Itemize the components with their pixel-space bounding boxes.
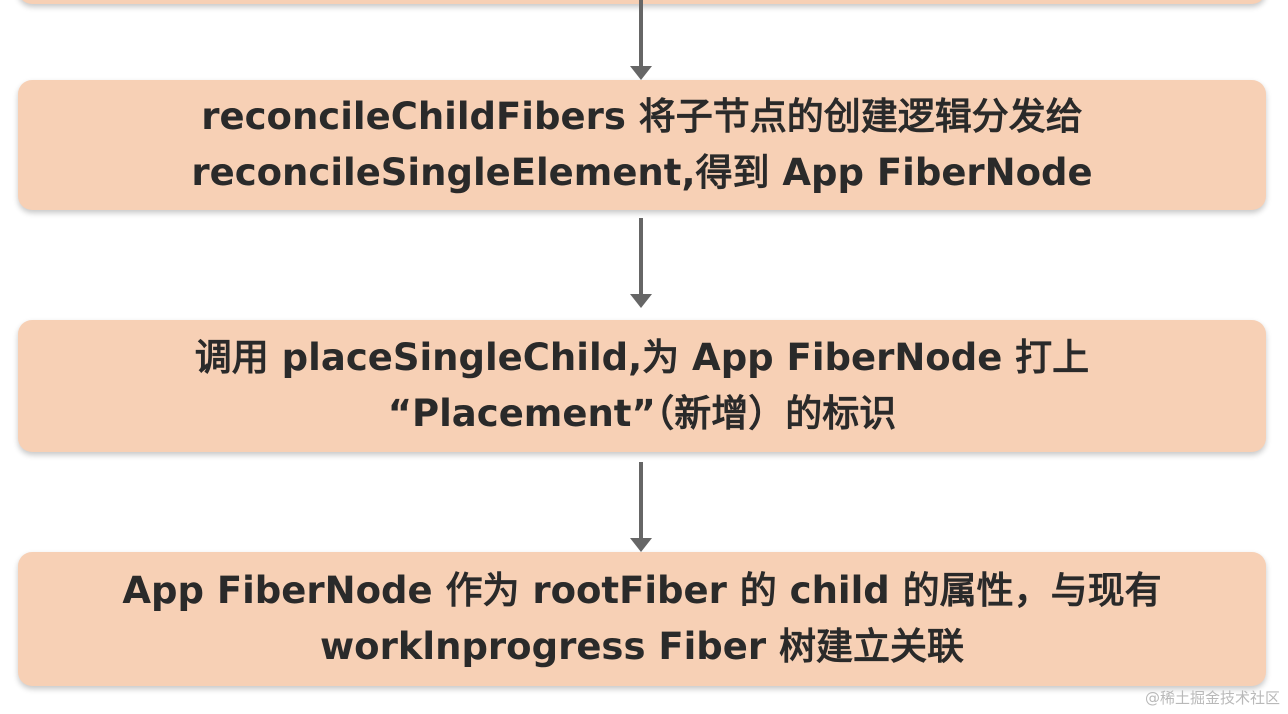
step-box-2: 调用 placeSingleChild,为 App FiberNode 打上 “… — [18, 320, 1266, 452]
step-1-line-2: reconcileSingleElement,得到 App FiberNode — [191, 151, 1093, 194]
step-2-line-2: “Placement”（新增）的标识 — [387, 392, 897, 435]
step-box-1: reconcileChildFibers 将子节点的创建逻辑分发给 reconc… — [18, 80, 1266, 210]
step-1-line-1: reconcileChildFibers 将子节点的创建逻辑分发给 — [201, 95, 1083, 138]
step-3-line-2: worklnprogress Fiber 树建立关联 — [319, 625, 965, 668]
flow-arrow-2 — [630, 462, 652, 552]
step-3-line-1: App FiberNode 作为 rootFiber 的 child 的属性，与… — [122, 569, 1162, 612]
watermark: @稀土掘金技术社区 — [1144, 689, 1280, 707]
step-box-3: App FiberNode 作为 rootFiber 的 child 的属性，与… — [18, 552, 1266, 686]
flow-arrow-1 — [630, 218, 652, 308]
flow-arrow-0 — [630, 0, 652, 80]
step-2-line-1: 调用 placeSingleChild,为 App FiberNode 打上 — [194, 336, 1090, 379]
